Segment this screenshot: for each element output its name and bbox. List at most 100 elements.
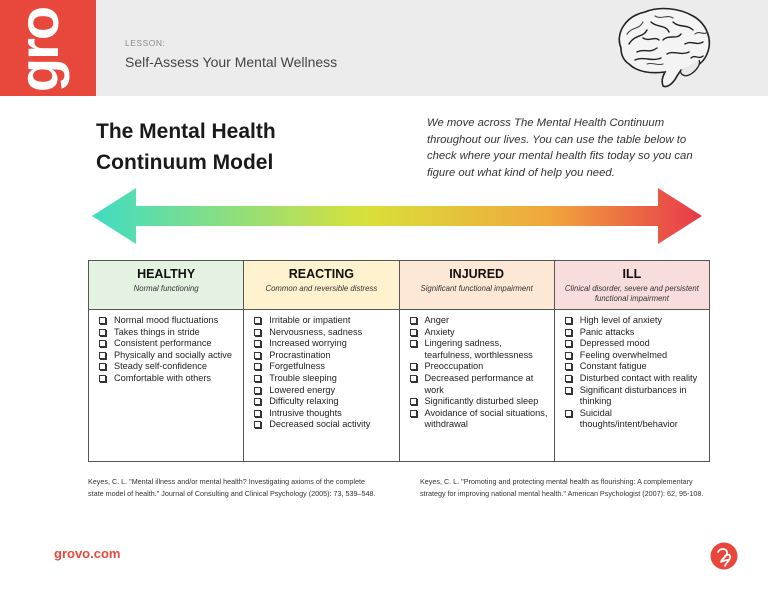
checkbox-icon[interactable] bbox=[564, 351, 572, 359]
list-item: Significant disturbances in thinking bbox=[563, 385, 703, 408]
heading-ill: ILL bbox=[622, 267, 642, 281]
list-item: Physically and socially active bbox=[97, 350, 237, 362]
checkbox-icon[interactable] bbox=[99, 363, 106, 371]
list-item-text: Increased worrying bbox=[269, 338, 347, 349]
column-header-healthy: HEALTHY Normal functioning bbox=[87, 260, 245, 310]
column-header-ill: ILL Clinical disorder, severe and persis… bbox=[553, 260, 711, 310]
checkbox-icon[interactable] bbox=[564, 363, 572, 371]
list-item: Disturbed contact with reality bbox=[563, 373, 703, 385]
checkbox-icon[interactable] bbox=[409, 409, 417, 417]
list-item: High level of anxiety bbox=[563, 315, 703, 327]
logo-text: gro bbox=[7, 7, 70, 93]
list-item-text: Forgetfulness bbox=[269, 361, 325, 372]
checkbox-icon[interactable] bbox=[254, 317, 262, 324]
continuum-table: HEALTHY Normal functioning REACTING Comm… bbox=[87, 260, 711, 462]
list-item-text: Consistent performance bbox=[114, 338, 212, 349]
heading-reacting: REACTING bbox=[288, 267, 355, 281]
checkbox-icon[interactable] bbox=[99, 351, 106, 359]
checkbox-icon[interactable] bbox=[99, 317, 106, 324]
list-item-text: Depressed mood bbox=[579, 338, 650, 349]
list-item: Takes things in stride bbox=[97, 327, 237, 339]
subheading-reacting: Common and reversible distress bbox=[265, 284, 378, 293]
checkbox-icon[interactable] bbox=[254, 421, 262, 429]
subheading-healthy: Normal functioning bbox=[133, 284, 199, 293]
checkbox-icon[interactable] bbox=[564, 340, 572, 348]
list-item: Panic attacks bbox=[563, 327, 703, 339]
list-item: Decreased performance at work bbox=[408, 373, 548, 396]
checkbox-icon[interactable] bbox=[99, 328, 106, 336]
column-list-injured: Anger Anxiety Lingering sadness, tearful… bbox=[398, 309, 555, 462]
column-header-injured: INJURED Significant functional impairmen… bbox=[398, 260, 555, 310]
list-item-text: Disturbed contact with reality bbox=[579, 372, 698, 383]
checkbox-icon[interactable] bbox=[254, 374, 262, 382]
list-item-text: Procrastination bbox=[269, 349, 331, 360]
list-item-text: Lowered energy bbox=[269, 384, 336, 395]
list-item-text: Preoccupation bbox=[424, 361, 484, 372]
page-title: The Mental Health Continuum Model bbox=[96, 116, 346, 178]
list-item: Consistent performance bbox=[97, 338, 237, 350]
column-list-healthy: Normal mood fluctuations Takes things in… bbox=[87, 309, 245, 462]
title-line-1: The Mental Health bbox=[96, 120, 276, 143]
checkbox-icon[interactable] bbox=[409, 363, 417, 371]
list-item-text: Intrusive thoughts bbox=[269, 407, 342, 418]
checkbox-icon[interactable] bbox=[409, 317, 417, 324]
list-item: Comfortable with others bbox=[97, 373, 237, 385]
subheading-injured: Significant functional impairment bbox=[420, 284, 533, 293]
column-list-ill: High level of anxiety Panic attacks Depr… bbox=[553, 309, 711, 462]
list-item: Constant fatigue bbox=[563, 361, 703, 373]
checkbox-icon[interactable] bbox=[409, 374, 417, 382]
column-list-reacting: Irritable or impatient Nervousness, sadn… bbox=[243, 309, 400, 462]
footer-url-link[interactable]: grovo.com bbox=[54, 546, 121, 561]
list-item: Feeling overwhelmed bbox=[563, 350, 703, 362]
checkbox-icon[interactable] bbox=[254, 328, 262, 336]
list-item-text: Panic attacks bbox=[579, 326, 635, 337]
column-header-reacting: REACTING Common and reversible distress bbox=[243, 260, 400, 310]
checkbox-icon[interactable] bbox=[254, 386, 262, 394]
list-item: Difficulty relaxing bbox=[252, 396, 392, 408]
checkbox-icon[interactable] bbox=[409, 340, 417, 348]
checkbox-icon[interactable] bbox=[564, 328, 572, 336]
list-item: Normal mood fluctuations bbox=[97, 315, 237, 327]
checkbox-icon[interactable] bbox=[564, 374, 572, 382]
checkbox-icon[interactable] bbox=[564, 317, 572, 324]
list-item-text: Decreased social activity bbox=[269, 419, 371, 430]
list-item: Lowered energy bbox=[252, 385, 392, 397]
list-item-text: Steady self-confidence bbox=[114, 361, 207, 372]
checkbox-icon[interactable] bbox=[254, 363, 262, 371]
list-item-text: Constant fatigue bbox=[579, 361, 647, 372]
list-item: Preoccupation bbox=[408, 361, 548, 373]
checkbox-icon[interactable] bbox=[99, 340, 106, 348]
checkbox-icon[interactable] bbox=[409, 398, 417, 406]
list-item: Intrusive thoughts bbox=[252, 408, 392, 420]
continuum-arrow bbox=[92, 188, 702, 244]
grovo-mark-icon[interactable] bbox=[710, 542, 738, 570]
list-item: Forgetfulness bbox=[252, 361, 392, 373]
list-item-text: Feeling overwhelmed bbox=[579, 349, 668, 360]
list-item-text: Difficulty relaxing bbox=[269, 396, 339, 407]
list-item: Nervousness, sadness bbox=[252, 327, 392, 339]
checkbox-icon[interactable] bbox=[564, 386, 572, 394]
checkbox-icon[interactable] bbox=[409, 328, 417, 336]
checkbox-icon[interactable] bbox=[254, 351, 262, 359]
checkbox-icon[interactable] bbox=[254, 409, 262, 417]
list-item: Irritable or impatient bbox=[252, 315, 392, 327]
checkbox-icon[interactable] bbox=[254, 398, 262, 406]
list-item: Lingering sadness, tearfulness, worthles… bbox=[408, 338, 548, 361]
list-item-text: Lingering sadness, tearfulness, worthles… bbox=[424, 338, 533, 360]
list-item-text: Suicidal thoughts/intent/behavior bbox=[579, 407, 678, 430]
list-item-text: Nervousness, sadness bbox=[269, 326, 363, 337]
heading-injured: INJURED bbox=[449, 267, 505, 281]
grovo-logo[interactable]: gro bbox=[0, 0, 96, 96]
list-item-text: Trouble sleeping bbox=[269, 372, 337, 383]
list-item: Suicidal thoughts/intent/behavior bbox=[563, 408, 703, 431]
checkbox-icon[interactable] bbox=[99, 374, 106, 382]
title-line-2: Continuum Model bbox=[96, 151, 274, 174]
subheading-ill: Clinical disorder, severe and persistent… bbox=[564, 284, 699, 303]
list-item-text: Physically and socially active bbox=[114, 349, 232, 360]
list-item: Procrastination bbox=[252, 350, 392, 362]
checkbox-icon[interactable] bbox=[564, 409, 572, 417]
list-item-text: Anxiety bbox=[424, 326, 455, 337]
checkbox-icon[interactable] bbox=[254, 340, 262, 348]
list-item-text: Avoidance of social situations, withdraw… bbox=[424, 407, 548, 430]
list-item: Increased worrying bbox=[252, 338, 392, 350]
